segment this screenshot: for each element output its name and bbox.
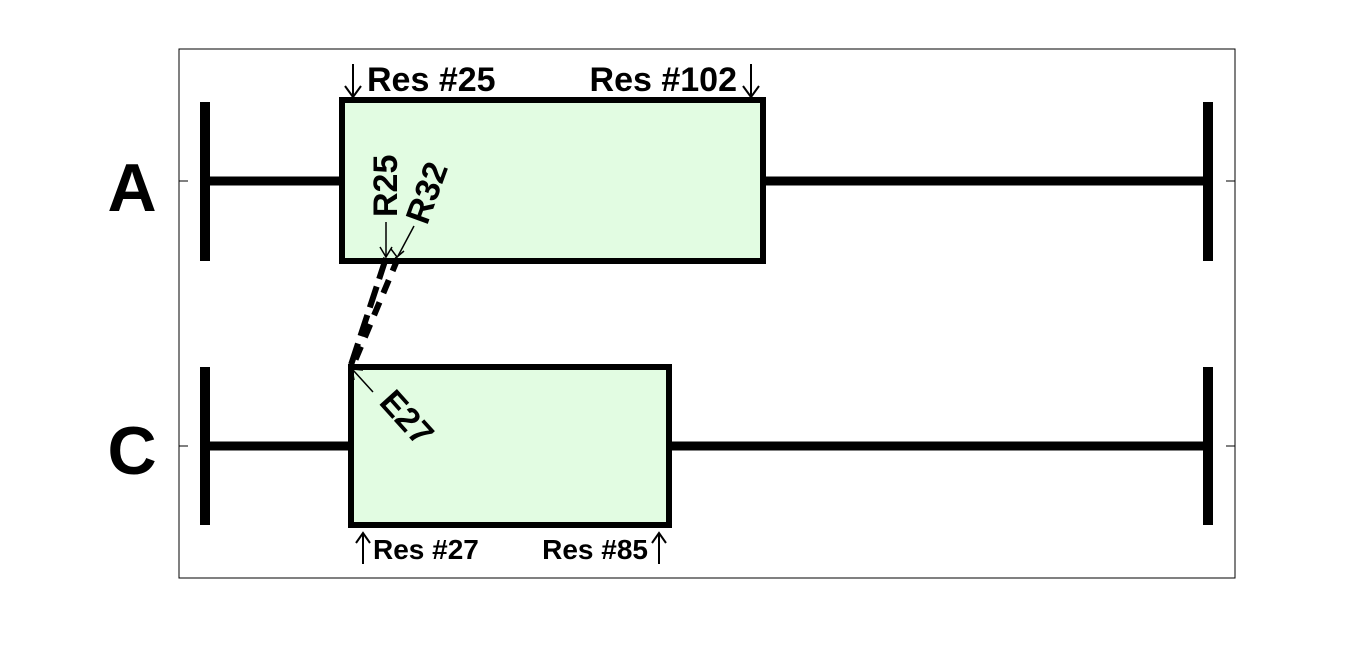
chain-c-start-marker: Res #27: [355, 531, 479, 565]
chain-c-end-label: Res #85: [542, 534, 648, 565]
down-arrow-head-icon: [344, 85, 362, 99]
contact-link-r25-e27: [347, 257, 389, 369]
residue-r25-annotation: R25: [367, 155, 405, 259]
pointer-head-icon: [351, 368, 364, 381]
chain-c-start-label: Res #27: [373, 534, 479, 565]
up-arrow-head-icon: [651, 531, 667, 544]
chain-a-end-marker: Res #102: [590, 61, 760, 99]
chain-a-domain-box: [339, 97, 766, 264]
chain-a-end-label: Res #102: [590, 61, 737, 99]
contact-link-r32-e27: [349, 256, 401, 370]
chain-label-a: A: [107, 150, 156, 226]
chain-c-end-marker: Res #85: [542, 531, 667, 565]
chain-a-track: [200, 97, 1213, 264]
chain-c-track: [200, 364, 1213, 528]
plot-frame: [178, 48, 1236, 579]
chain-a-start-label: Res #25: [367, 61, 496, 99]
pointer-head-icon: [390, 248, 405, 259]
chain-label-c: C: [107, 413, 156, 489]
up-arrow-head-icon: [355, 531, 371, 544]
chain-a-start-marker: Res #25: [344, 61, 496, 99]
pointer-line: [352, 369, 374, 393]
pointer-line: [397, 225, 415, 257]
residue-r25-label: R25: [367, 155, 405, 217]
down-arrow-head-icon: [742, 85, 760, 99]
chain-c-domain-box: [348, 364, 672, 528]
contact-links: [347, 256, 401, 370]
pointer-head-icon: [379, 246, 393, 259]
